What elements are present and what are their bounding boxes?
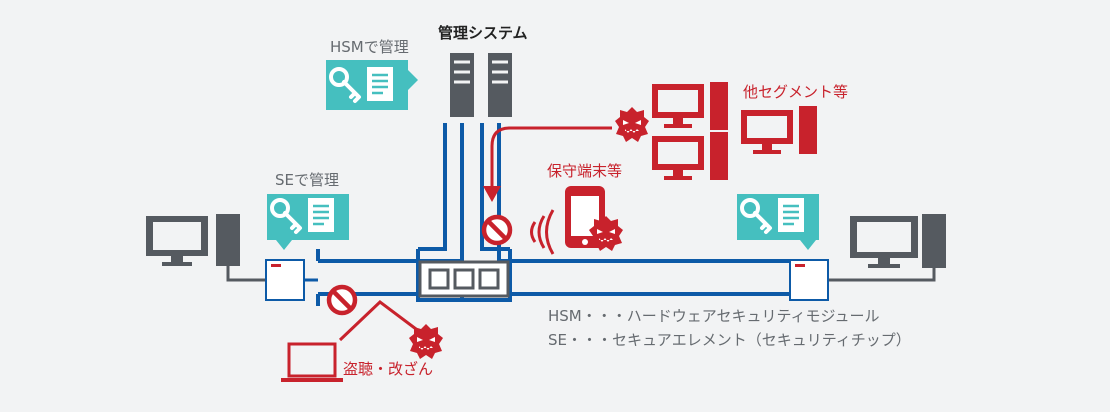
prohibited-icon (484, 217, 510, 243)
tower-icon (710, 132, 728, 180)
tower-icon (922, 214, 946, 268)
se-managed-label: SEで管理 (275, 171, 339, 189)
other-segment-label: 他セグメント等 (743, 83, 849, 101)
prohibited-icon (329, 287, 355, 313)
legend-hsm: HSM・・・ハードウェアセキュリティモジュール (548, 307, 880, 325)
monitor-icon (146, 216, 208, 266)
monitor-icon (850, 216, 918, 268)
legend-se: SE・・・セキュアエレメント（セキュリティチップ） (548, 331, 911, 349)
maintenance-terminal-label: 保守端末等 (547, 162, 623, 180)
eavesdrop-label: 盗聴・改ざん (343, 360, 434, 378)
virus-icon (615, 107, 649, 142)
se-device-right (789, 259, 829, 301)
se-device-left (265, 259, 305, 301)
laptop-icon (281, 342, 343, 382)
switch-icon (418, 260, 510, 298)
management-system-label: 管理システム (438, 24, 528, 42)
wireless-signal-icon (530, 209, 555, 255)
se-callout-left (267, 194, 349, 250)
virus-icon (409, 324, 443, 359)
hsm-managed-label: HSMで管理 (330, 38, 409, 56)
server-icon (450, 53, 512, 117)
hsm-callout (326, 60, 418, 110)
tower-icon (216, 214, 240, 266)
other-segment-devices (652, 82, 817, 180)
tower-icon (710, 82, 728, 130)
tower-icon (799, 106, 817, 154)
se-callout-right (737, 194, 819, 250)
